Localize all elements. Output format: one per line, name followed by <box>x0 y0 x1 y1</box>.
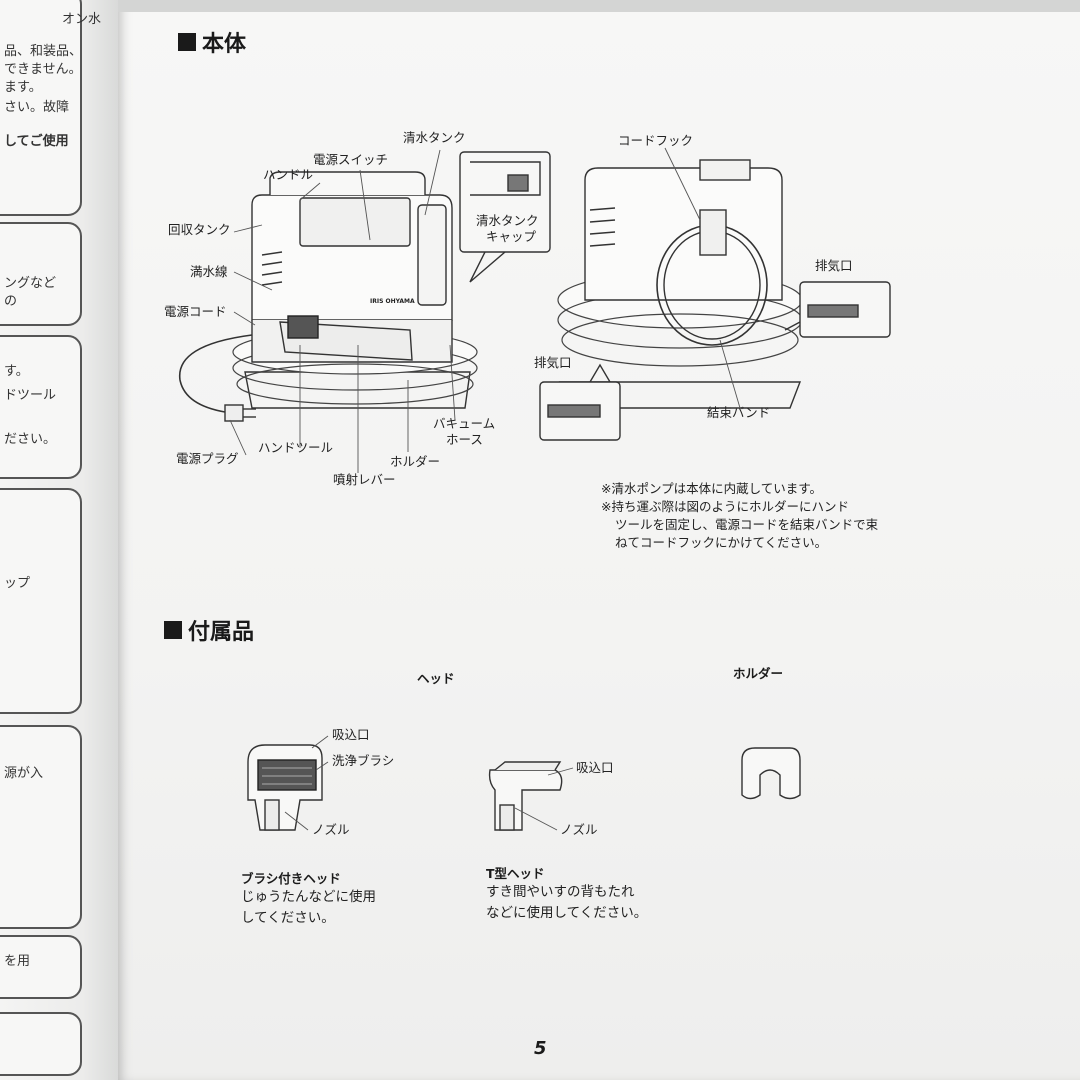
note-line: ツールを固定し、電源コードを結束バンドで束 <box>615 517 879 533</box>
label-brush-nozzle: ノズル <box>312 822 350 837</box>
brush-head-title: ブラシ付きヘッド <box>241 871 341 886</box>
left-text: ます。 <box>4 80 42 95</box>
label-full-line: 満水線 <box>190 264 228 279</box>
brush-head-desc: じゅうたんなどに使用 <box>241 889 376 905</box>
note-line: ねてコードフックにかけてください。 <box>615 535 828 551</box>
label-brush: 洗浄ブラシ <box>332 753 395 768</box>
t-head-desc: などに使用してください。 <box>486 905 648 921</box>
label-binding-band: 結束バンド <box>707 405 771 420</box>
label-vacuum-hose: ホース <box>446 432 483 447</box>
accessories-heading: 付属品 <box>164 614 254 646</box>
left-text: ださい。 <box>4 432 57 447</box>
heading-square-icon <box>164 621 182 639</box>
main-unit-heading: 本体 <box>178 26 246 58</box>
left-text: ドツール <box>4 388 57 403</box>
label-power-switch: 電源スイッチ <box>313 152 389 167</box>
left-text: ングなど <box>4 276 57 291</box>
left-text: できません。 <box>4 62 82 77</box>
label-cord-hook: コードフック <box>618 133 694 148</box>
label-exhaust: 排気口 <box>534 355 572 370</box>
left-text: す。 <box>4 364 29 379</box>
label-tank-cap: キャップ <box>486 229 537 244</box>
notes-block: ※清水ポンプは本体に内蔵しています。 ※持ち運ぶ際は図のようにホルダーにハンド … <box>601 480 878 553</box>
label-holder: ホルダー <box>390 454 441 469</box>
page-number: 5 <box>534 1038 547 1059</box>
left-box-6 <box>0 935 82 999</box>
note-line: ※持ち運ぶ際は図のようにホルダーにハンド <box>601 499 849 515</box>
left-box-3 <box>0 335 82 479</box>
label-hand-tool: ハンドツール <box>258 440 334 455</box>
page-top-band <box>118 0 1080 12</box>
label-power-cord: 電源コード <box>164 304 227 319</box>
left-text: 源が入 <box>4 766 44 781</box>
left-box-4 <box>0 488 82 714</box>
left-box-1 <box>0 0 82 216</box>
label-recovery-tank: 回収タンク <box>168 222 231 237</box>
label-brush-suction: 吸込口 <box>332 727 370 742</box>
left-text: を用 <box>4 954 31 969</box>
left-box-7 <box>0 1012 82 1076</box>
label-tank-cap: 清水タンク <box>476 213 539 228</box>
label-t-nozzle: ノズル <box>560 822 598 837</box>
left-box-5 <box>0 725 82 929</box>
left-text: さい。故障 <box>4 100 70 115</box>
label-clean-tank: 清水タンク <box>403 130 466 145</box>
left-text: してご使用 <box>4 134 69 149</box>
t-head-title: T型ヘッド <box>486 866 545 881</box>
label-exhaust: 排気口 <box>815 258 853 273</box>
left-text: 品、和装品、 <box>4 44 83 59</box>
left-text: の <box>4 294 18 309</box>
left-text: ップ <box>4 576 31 591</box>
left-box-2 <box>0 222 82 326</box>
label-spray-lever: 噴射レバー <box>333 472 396 487</box>
left-text: オン水 <box>62 12 102 27</box>
label-power-plug: 電源プラグ <box>176 451 239 466</box>
brand-logo: IRIS OHYAMA <box>370 298 415 305</box>
label-holder-accessory: ホルダー <box>733 666 784 681</box>
note-line: ※清水ポンプは本体に内蔵しています。 <box>601 481 822 496</box>
label-head: ヘッド <box>417 671 455 686</box>
brush-head-desc: してください。 <box>241 910 335 926</box>
label-handle: ハンドル <box>263 167 314 182</box>
heading-square-icon <box>178 33 196 51</box>
label-t-suction: 吸込口 <box>576 760 614 775</box>
t-head-desc: すき間やいすの背もたれ <box>486 884 635 900</box>
label-vacuum-hose: バキューム <box>433 416 496 431</box>
previous-page-edge: オン水 品、和装品、 できません。 ます。 さい。故障 してご使用 ングなど の… <box>0 0 118 1080</box>
